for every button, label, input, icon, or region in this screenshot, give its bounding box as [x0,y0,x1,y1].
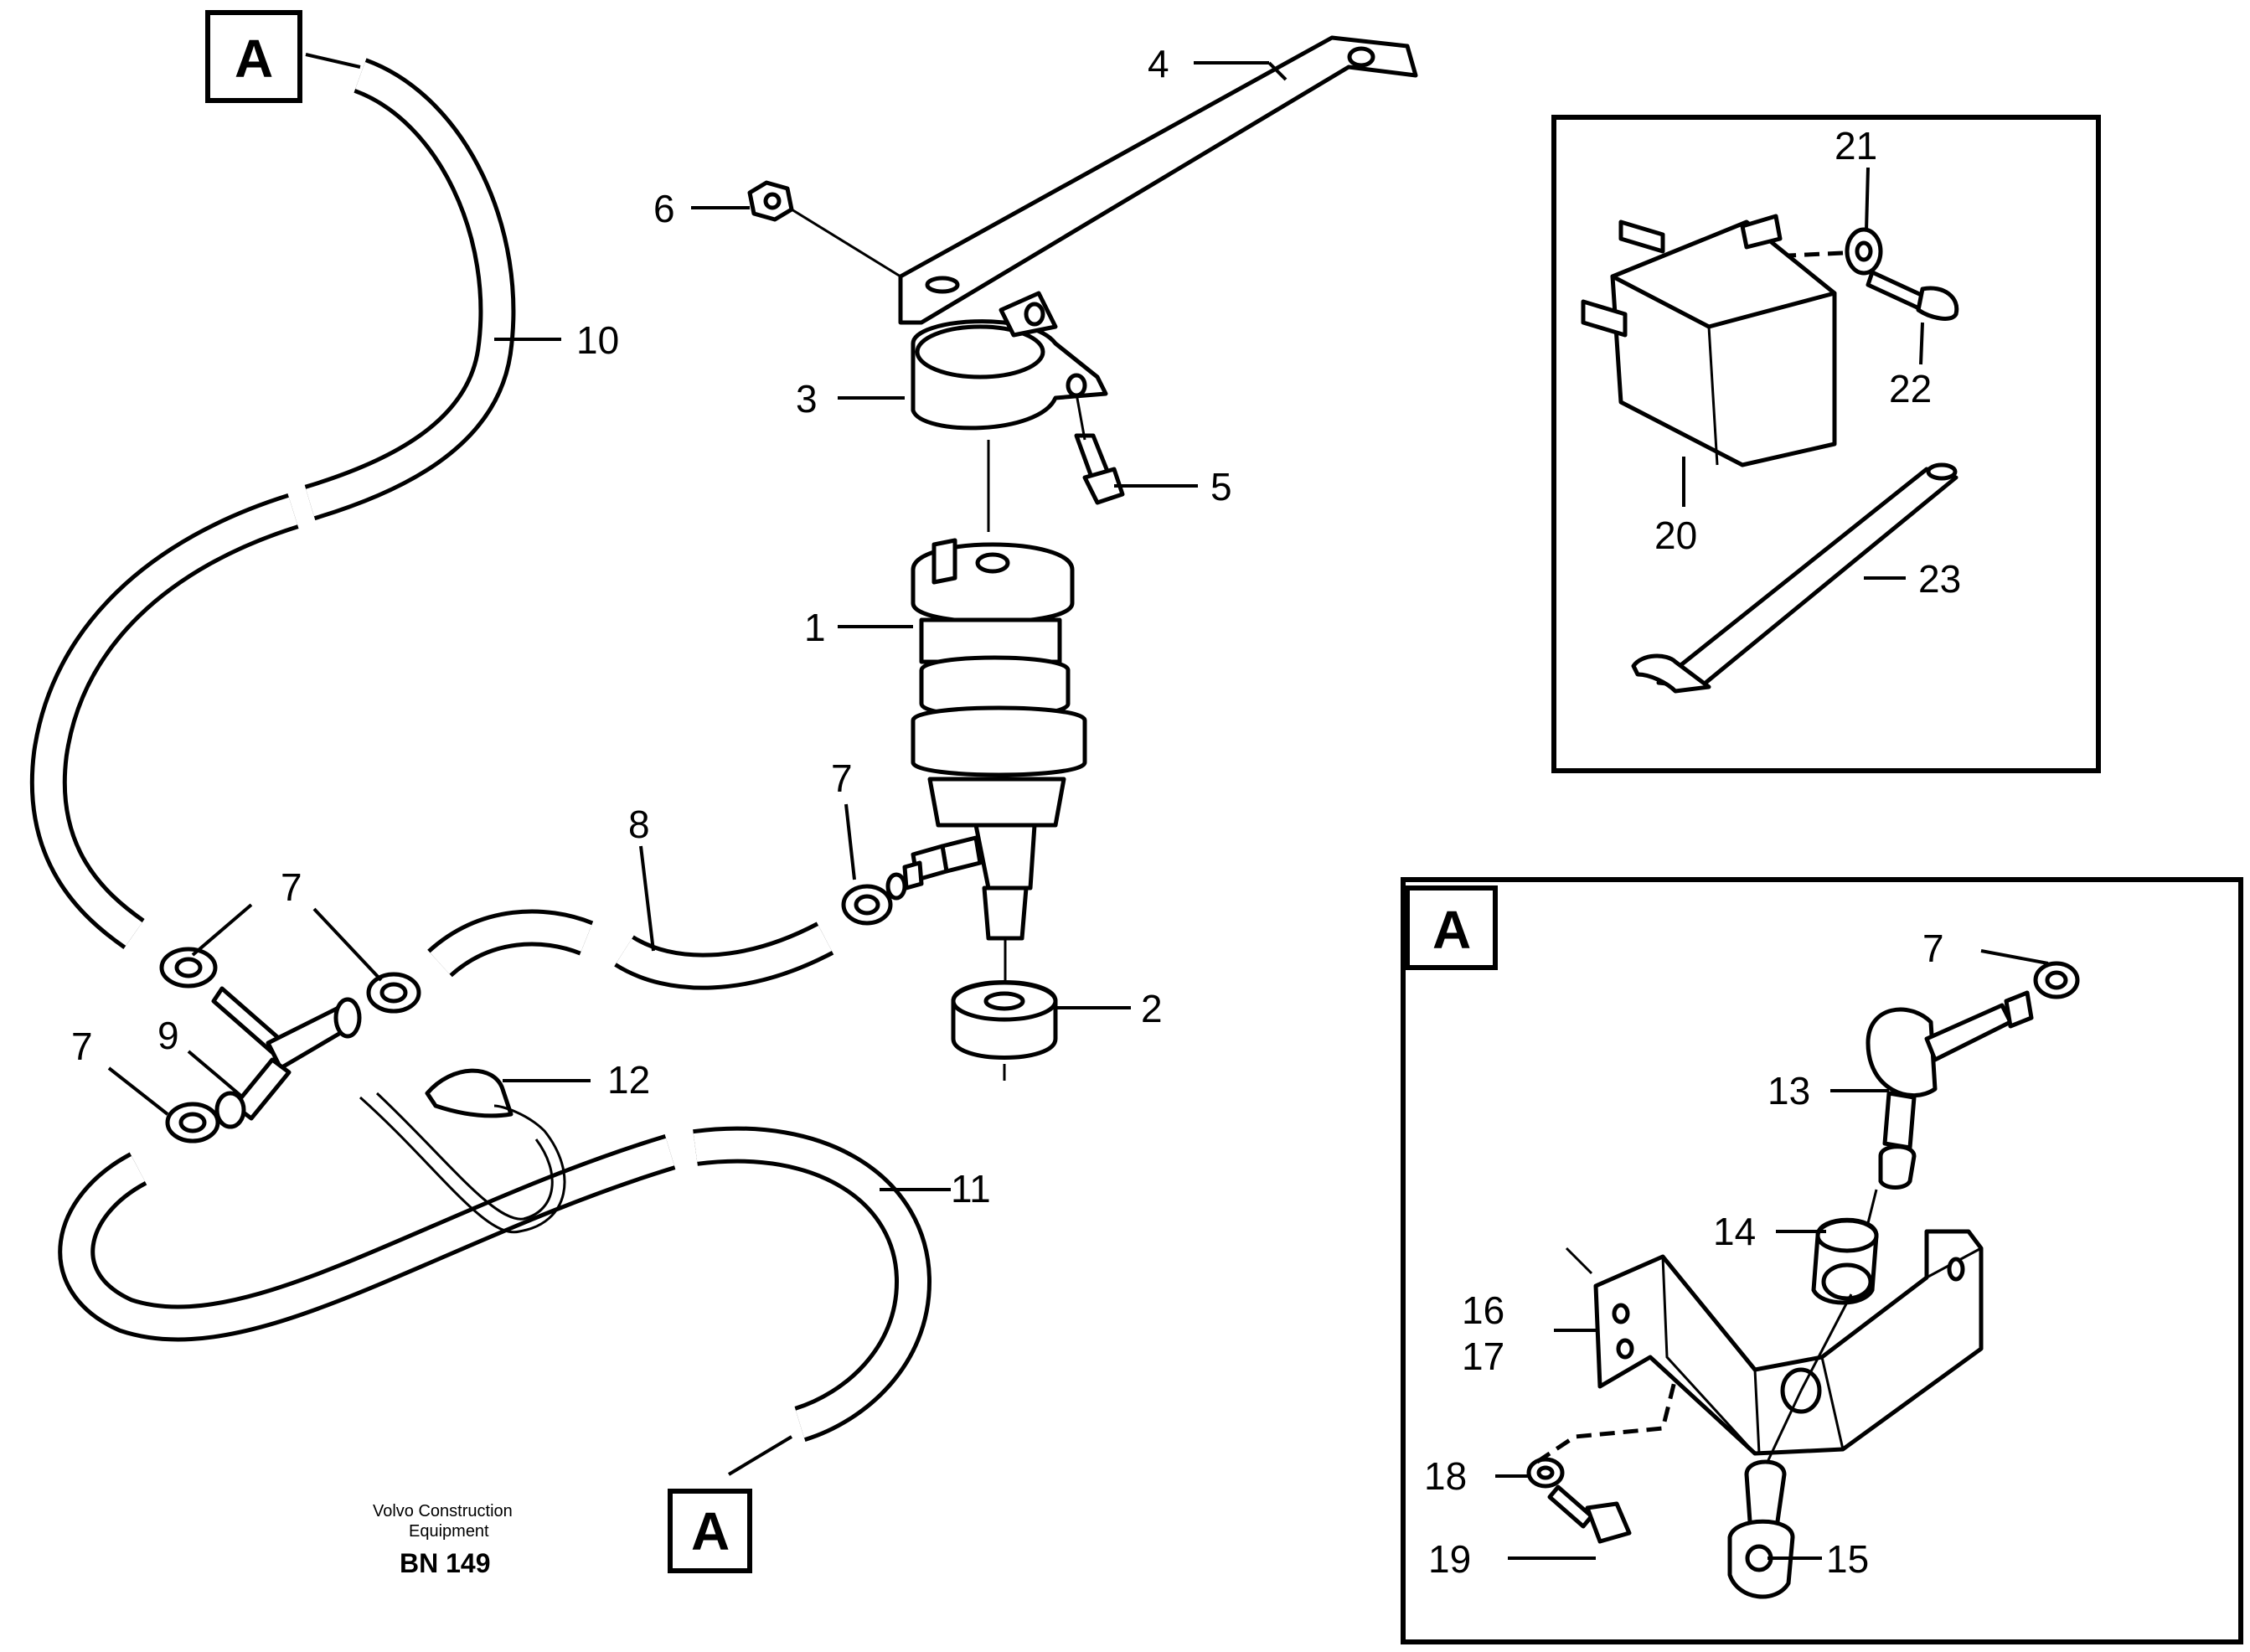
clamp-3 [911,291,1108,431]
washer-21 [1788,227,1883,276]
connector-15 [1727,1390,1803,1599]
cable-tie-12 [359,1068,566,1234]
callout-20: 20 [1654,514,1697,557]
detail-frame-a [1401,877,2243,1644]
callout-12: 12 [607,1058,650,1102]
tag-a-detail: A [1405,885,1498,970]
callout-18: 18 [1424,1454,1467,1498]
callout-21: 21 [1835,124,1877,168]
callout-14: 14 [1713,1210,1756,1253]
callout-numbers: 4 6 10 3 5 1 7 8 2 7 9 7 12 11 21 22 20 … [71,42,1961,1581]
callout-7-pump: 7 [831,756,853,800]
svg-text:A: A [235,28,273,89]
callout-2: 2 [1141,987,1163,1030]
callout-16: 16 [1462,1288,1504,1332]
footer-line-1: Volvo Construction [373,1502,513,1520]
leader-lines [107,53,2049,1560]
hose-10 [29,58,516,950]
callout-6: 6 [653,187,675,230]
nut-6 [747,180,901,278]
callout-3: 3 [796,377,818,421]
callout-9: 9 [157,1014,179,1057]
bracket-4 [898,35,1418,325]
callout-7-lower: 7 [71,1025,93,1068]
tag-a-top: A [205,10,302,103]
nozzle-13 [1866,961,2080,1190]
washer-18 [1526,1377,1678,1489]
callout-10: 10 [576,318,619,362]
hose-clamps-7 [159,884,893,1143]
callout-22: 22 [1889,367,1932,410]
footer: Volvo Construction Equipment BN 149 [373,1502,513,1578]
relay-20 [1581,214,1837,467]
screw-5 [1074,393,1125,505]
hose-8 [427,909,834,990]
hose-11 [58,1126,932,1443]
svg-text:A: A [691,1501,730,1562]
callout-17: 17 [1462,1335,1504,1378]
svg-text:A: A [1432,900,1471,960]
pump-1 [911,440,1087,980]
callout-7-upper: 7 [281,865,302,909]
callout-5: 5 [1210,465,1232,509]
callout-13: 13 [1767,1069,1810,1113]
bracket-23 [1631,462,1958,694]
callout-1: 1 [804,606,826,649]
detail-frame-relay [1551,115,2101,773]
callout-11: 11 [951,1167,991,1211]
callout-8: 8 [628,803,650,846]
footer-code: BN 149 [400,1548,491,1578]
callout-23: 23 [1918,557,1961,601]
screw-19 [1547,1484,1632,1544]
bracket-16-17 [1565,1229,1984,1456]
grommet-14 [1811,1189,1879,1305]
callout-15: 15 [1826,1537,1869,1581]
tag-a-bottom: A [668,1489,752,1573]
t-connector-9 [211,986,362,1129]
footer-line-2: Equipment [409,1522,489,1541]
grommet-2 [951,980,1058,1081]
screw-22 [1866,270,1959,321]
callout-7-detail: 7 [1922,927,1944,970]
pump-outlet-fittings [885,844,949,901]
callout-4: 4 [1148,42,1169,85]
callout-19: 19 [1428,1537,1471,1581]
